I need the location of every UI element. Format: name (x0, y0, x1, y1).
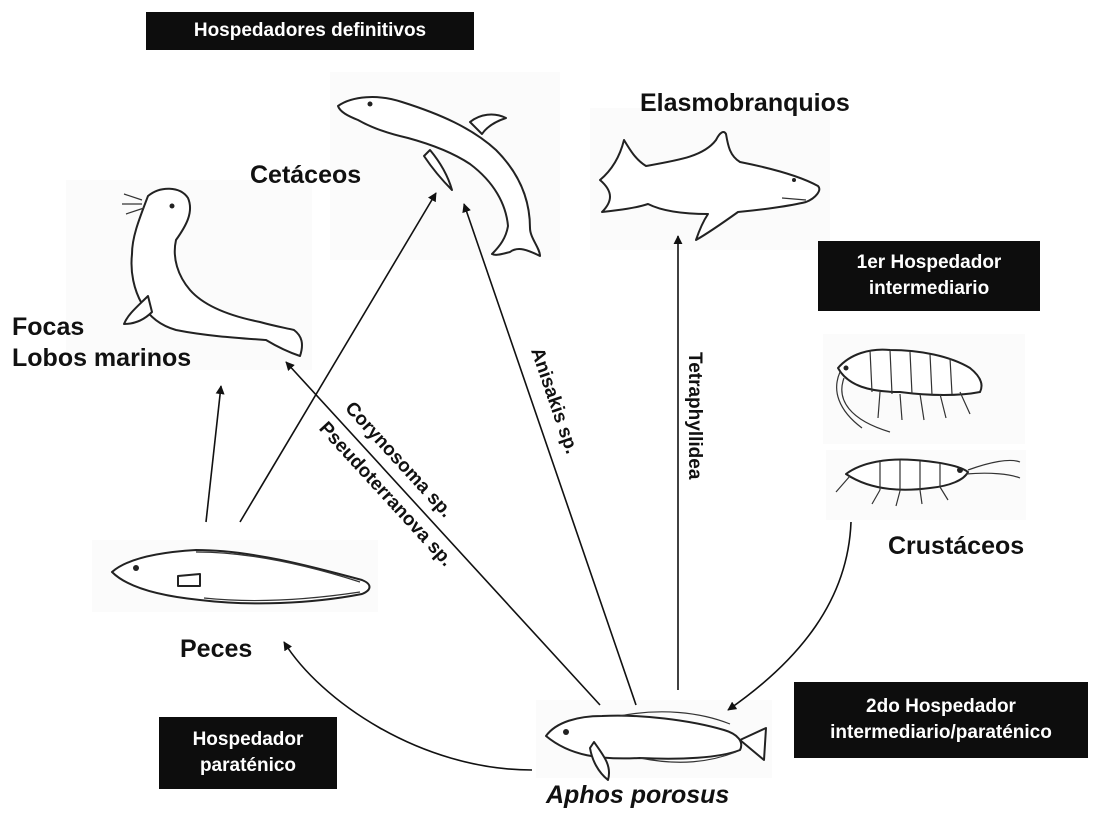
arrow-fish-to-seals (206, 386, 221, 522)
cetaceans-label: Cetáceos (250, 160, 361, 191)
seals-label-line2: Lobos marinos (12, 343, 191, 374)
tetraphyllidea-label: Tetraphyllidea (683, 352, 705, 479)
elasmobranchs-label: Elasmobranquios (640, 88, 850, 119)
seals-label: Focas Lobos marinos (12, 312, 191, 375)
paratenic-host-box: Hospedador paraténico (159, 717, 337, 789)
aphos-porosus-label: Aphos porosus (546, 780, 729, 811)
crustaceans-label: Crustáceos (888, 531, 1024, 562)
definitive-hosts-box: Hospedadores definitivos (146, 12, 474, 50)
arrow-aphos-to-cetaceans (464, 204, 636, 705)
second-intermediate-line1: 2do Hospedador (866, 694, 1016, 720)
first-intermediate-line1: 1er Hospedador (857, 250, 1002, 276)
paratenic-line2: paraténico (200, 753, 296, 779)
seals-label-line1: Focas (12, 312, 191, 343)
paratenic-line1: Hospedador (193, 727, 304, 753)
second-intermediate-host-box: 2do Hospedador intermediario/paraténico (794, 682, 1088, 758)
first-intermediate-line2: intermediario (869, 276, 989, 302)
second-intermediate-line2: intermediario/paraténico (830, 720, 1052, 746)
fishes-label: Peces (180, 634, 252, 665)
first-intermediate-host-box: 1er Hospedador intermediario (818, 241, 1040, 311)
